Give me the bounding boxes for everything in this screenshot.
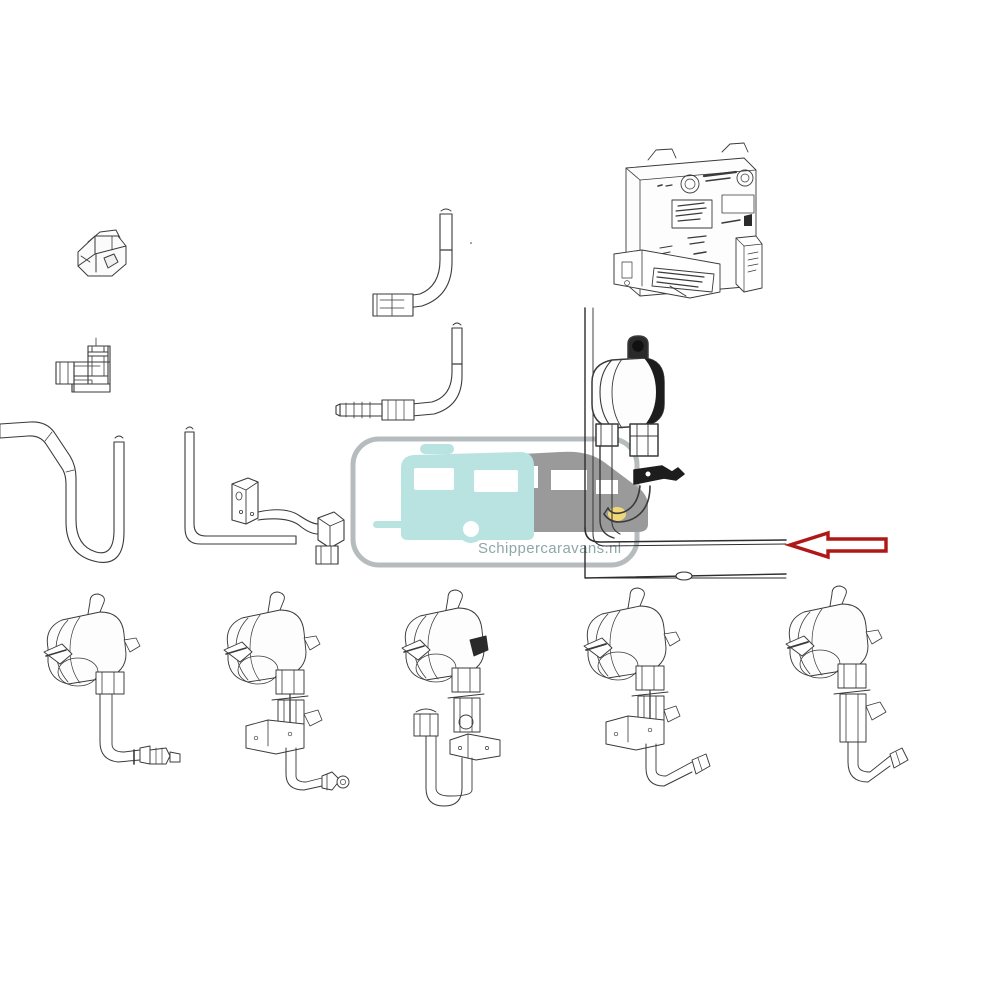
regulator-variant-2 [223, 591, 350, 791]
regulator-variant-1 [43, 593, 181, 765]
bent-pipe-barbed-end [335, 322, 463, 421]
control-box-unit [613, 142, 763, 299]
regulator-variant-5 [785, 585, 909, 783]
regulator-variant-3 [401, 589, 501, 807]
t-block-connector [77, 229, 127, 277]
regulator-variant-4 [583, 587, 711, 787]
caravan-window-left [414, 468, 454, 490]
elbow-coupling-fitting [55, 337, 111, 393]
red-pointer-arrow [784, 530, 888, 560]
u-bend-pipe-long [0, 421, 125, 563]
caravan-wheel-hub [463, 521, 479, 537]
main-regulator-assembly [591, 335, 685, 539]
assembly-callout-lines [584, 307, 787, 581]
caravan-window-right [474, 470, 518, 492]
bracket-pipe-assembly [184, 426, 345, 565]
car-window-2 [551, 470, 587, 490]
bent-pipe-sleeve-end [372, 208, 472, 317]
